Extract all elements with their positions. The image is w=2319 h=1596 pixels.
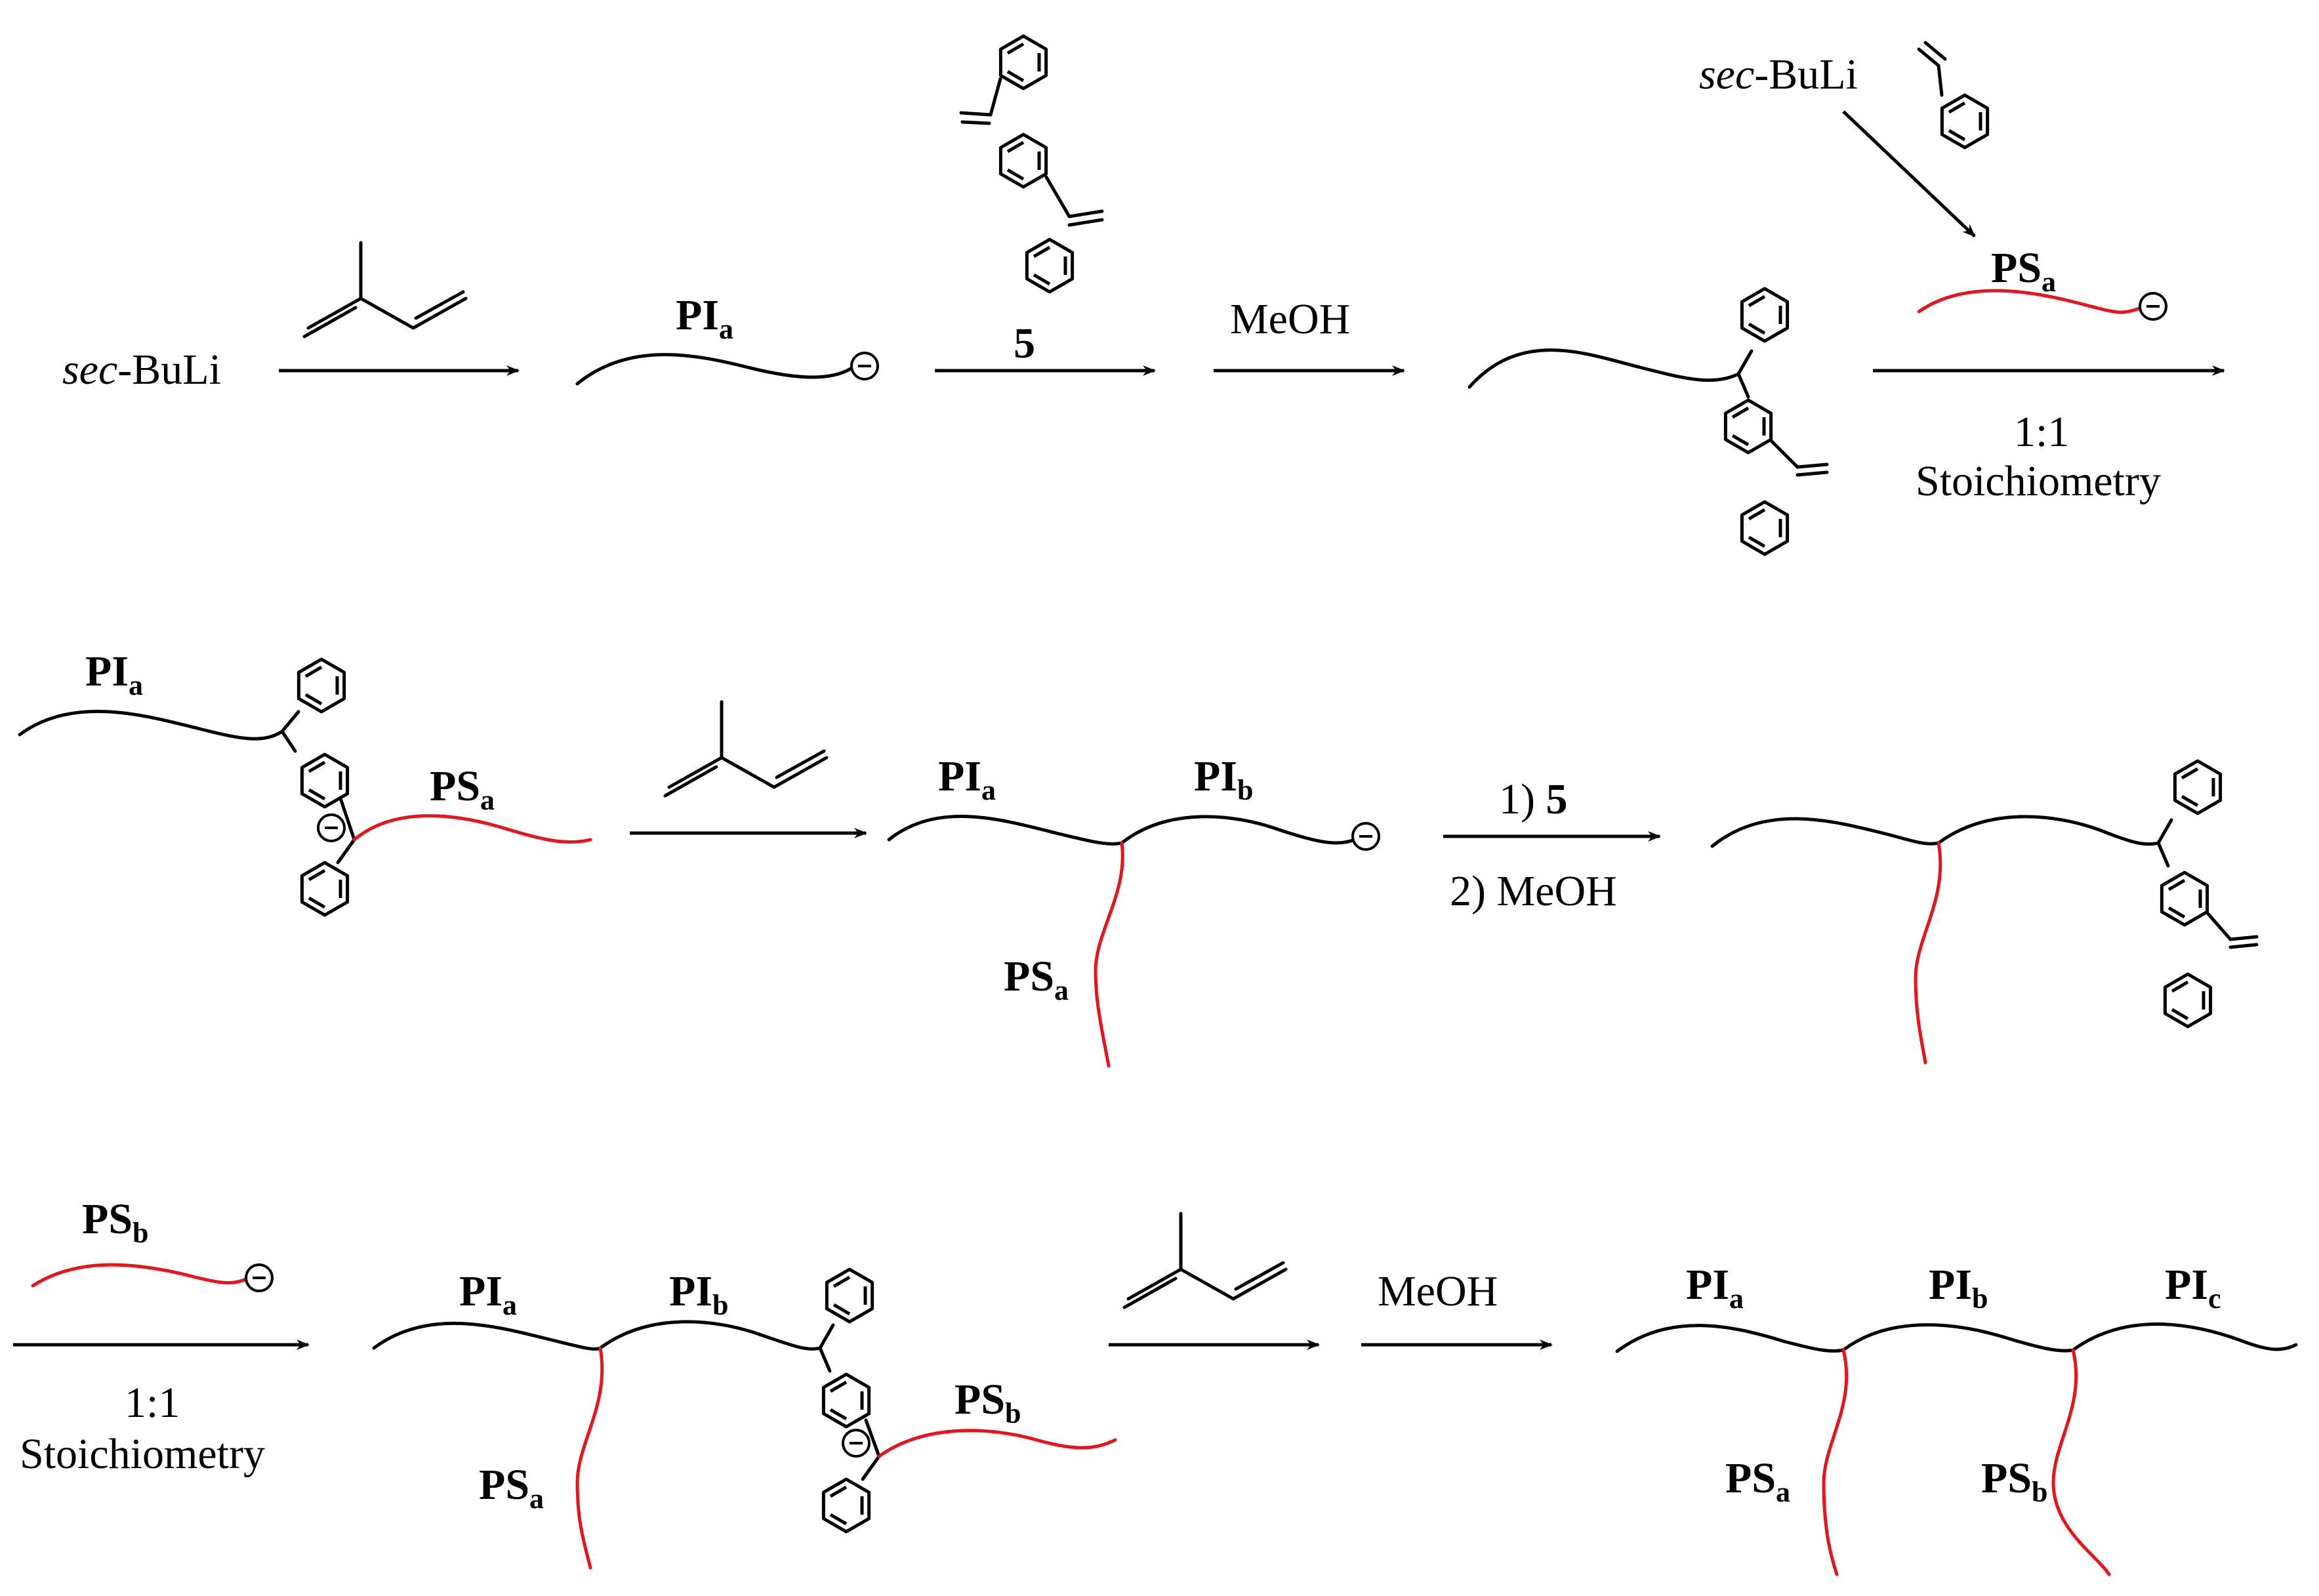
- pi-dpe-macromonomer: [1467, 289, 1829, 554]
- isoprene-monomer-icon: [1124, 1214, 1286, 1307]
- reaction-arrow-icon: [1842, 110, 1976, 237]
- ps-a-label-row3: PSa: [479, 1461, 544, 1515]
- ps-b-label-row3: PSb: [954, 1376, 1021, 1429]
- ps-a-label-final: PSa: [1725, 1454, 1790, 1508]
- carbanion-charge-icon: [850, 352, 879, 380]
- pi-b-label-row2: PIb: [1194, 752, 1253, 806]
- compound-5-structure-icon: [959, 36, 1104, 292]
- ps-a-label-row2: PSa: [430, 762, 495, 816]
- coupling-ratio-row3: 1:1: [125, 1379, 180, 1427]
- pi-b-label-row3: PIb: [669, 1267, 728, 1321]
- coupling-text: Stoichiometry: [1916, 457, 2161, 505]
- branched-dpe-macromonomer: [1710, 761, 2259, 1065]
- coupling-text-row3: Stoichiometry: [20, 1430, 265, 1478]
- step1-label: 1) 5: [1499, 775, 1567, 823]
- meoh-label-row3: MeOH: [1378, 1267, 1498, 1315]
- pi-b-label-final: PIb: [1929, 1261, 1988, 1315]
- pi-a-label: PIa: [676, 291, 733, 345]
- pi-a-label-row2: PIa: [85, 647, 143, 701]
- pi-a-label-row2b: PIa: [938, 752, 996, 806]
- side-initiator-label: sec-BuLi: [1699, 51, 1858, 98]
- final-comb-polymer: [1615, 1322, 2298, 1576]
- pi-c-label-final: PIc: [2165, 1261, 2221, 1315]
- isoprene-monomer-icon: [665, 702, 827, 796]
- pi-a-chain: [575, 353, 855, 386]
- ps-a-label: PSa: [1991, 244, 2056, 298]
- isoprene-monomer-icon: [304, 243, 466, 337]
- ps-b-label: PSb: [82, 1195, 149, 1249]
- ps-a-chain: [1917, 289, 2142, 314]
- meoh-label: MeOH: [1230, 295, 1350, 343]
- second-coupled-anion: [372, 1269, 1117, 1570]
- pi-a-label-final: PIa: [1686, 1261, 1744, 1315]
- coupling-ratio: 1:1: [2014, 408, 2069, 456]
- step2-label: 2) MeOH: [1450, 867, 1617, 915]
- carbanion-charge-icon: [2139, 292, 2167, 321]
- coupled-anion-intermediate: [18, 659, 592, 915]
- ps-a-label-row2b: PSa: [1004, 952, 1069, 1006]
- compound-5-label: 5: [1014, 319, 1035, 367]
- ps-b-chain: [31, 1263, 248, 1288]
- pi-a-pi-b-anion: [887, 815, 1357, 1068]
- pi-a-label-row3: PIa: [459, 1267, 517, 1321]
- carbanion-charge-icon: [245, 1263, 274, 1292]
- carbanion-charge-icon: [1351, 822, 1380, 851]
- initiator-label: sec-BuLi: [62, 346, 221, 394]
- ps-b-label-final: PSb: [1981, 1454, 2048, 1508]
- styrene-monomer-icon: [1917, 41, 1988, 148]
